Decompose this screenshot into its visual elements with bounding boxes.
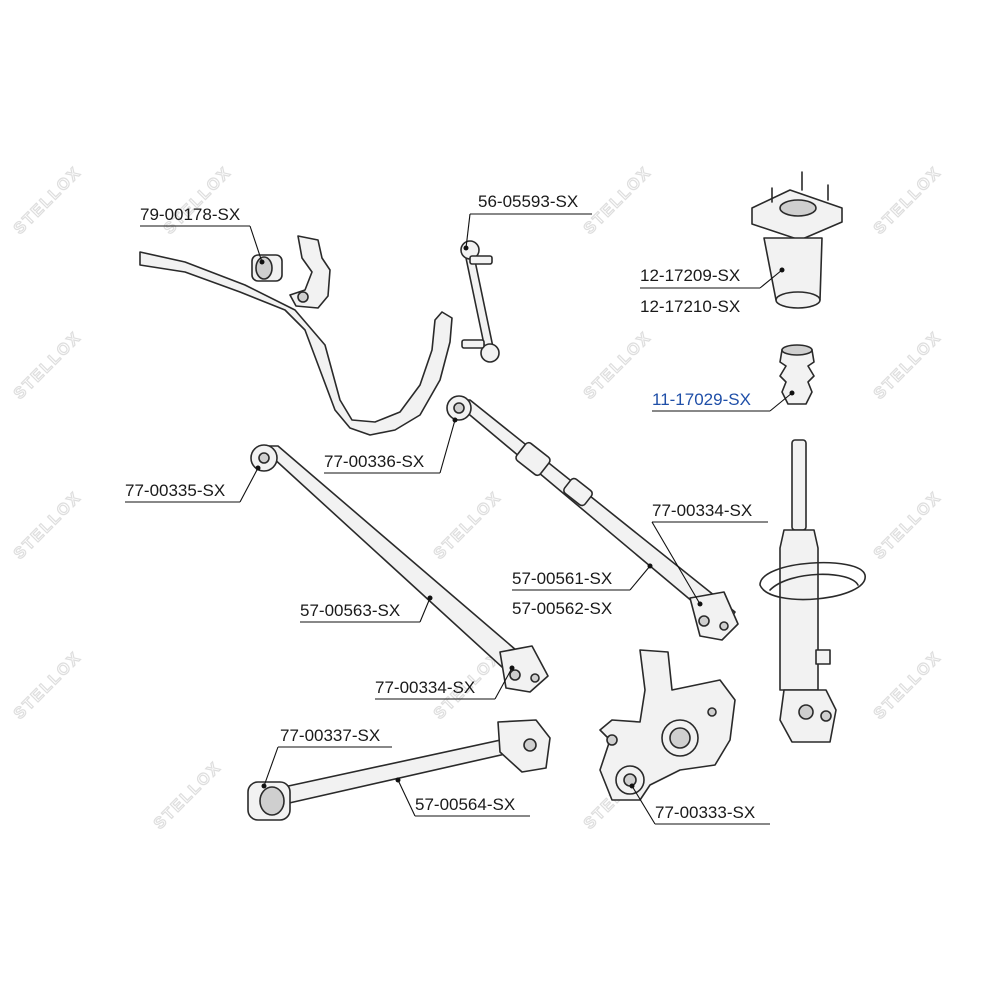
stabilizer-link (460, 240, 500, 363)
part-label-77-00335[interactable]: 77-00335-SX (125, 481, 225, 500)
callout-77-00336: 77-00336-SX (324, 417, 458, 474)
watermark-text: STELLOX (151, 759, 225, 833)
callout-79-00178: 79-00178-SX (140, 205, 265, 265)
stabilizer-bushing (251, 254, 283, 282)
lower-lateral-arm (250, 444, 549, 693)
strut-mount (751, 171, 843, 309)
watermark-text: STELLOX (581, 329, 655, 403)
callout-57-00564: 57-00564-SX (395, 777, 530, 817)
part-label-56-05593[interactable]: 56-05593-SX (478, 192, 578, 211)
shock-absorber (759, 439, 866, 743)
part-label-57-00563[interactable]: 57-00563-SX (300, 601, 400, 620)
part-label-77-00337[interactable]: 77-00337-SX (280, 726, 380, 745)
part-label-77-00336[interactable]: 77-00336-SX (324, 452, 424, 471)
part-label-57-00564[interactable]: 57-00564-SX (415, 795, 515, 814)
callout-77-00334-top: 77-00334-SX (651, 501, 768, 607)
callout-12-17209: 12-17209-SX 12-17210-SX (640, 266, 785, 316)
watermark-text: STELLOX (431, 489, 505, 563)
stabilizer-bar (139, 251, 453, 436)
callout-77-00335: 77-00335-SX (125, 465, 261, 503)
watermark-text: STELLOX (871, 489, 945, 563)
callout-11-17029: 11-17029-SX (652, 390, 795, 412)
stabilizer-bracket (289, 235, 331, 309)
watermark-text: STELLOX (11, 329, 85, 403)
watermark-text: STELLOX (871, 649, 945, 723)
part-label-57-00562[interactable]: 57-00562-SX (512, 599, 612, 618)
watermark-text: STELLOX (581, 164, 655, 238)
watermark-text: STELLOX (161, 164, 235, 238)
part-label-79-00178[interactable]: 79-00178-SX (140, 205, 240, 224)
part-label-77-00334-bottom[interactable]: 77-00334-SX (375, 678, 475, 697)
trailing-arm (247, 719, 551, 821)
bump-stop (779, 344, 815, 405)
callout-77-00337: 77-00337-SX (261, 726, 392, 789)
part-label-77-00334-top[interactable]: 77-00334-SX (652, 501, 752, 520)
callout-57-00563: 57-00563-SX (300, 595, 433, 623)
part-label-57-00561[interactable]: 57-00561-SX (512, 569, 612, 588)
part-label-12-17209[interactable]: 12-17209-SX (640, 266, 740, 285)
watermark-text: STELLOX (11, 164, 85, 238)
part-label-11-17029[interactable]: 11-17029-SX (652, 390, 751, 409)
watermark-text: STELLOX (871, 164, 945, 238)
callout-57-00561: 57-00561-SX 57-00562-SX (512, 563, 653, 618)
steering-knuckle (599, 649, 736, 801)
callout-77-00333: 77-00333-SX (629, 783, 770, 825)
watermark-text: STELLOX (11, 489, 85, 563)
part-label-77-00333[interactable]: 77-00333-SX (655, 803, 755, 822)
callout-56-05593: 56-05593-SX (463, 192, 592, 251)
watermark-text: STELLOX (871, 329, 945, 403)
callout-77-00334-bottom: 77-00334-SX (375, 665, 515, 700)
watermark-text: STELLOX (11, 649, 85, 723)
part-label-12-17210[interactable]: 12-17210-SX (640, 297, 740, 316)
